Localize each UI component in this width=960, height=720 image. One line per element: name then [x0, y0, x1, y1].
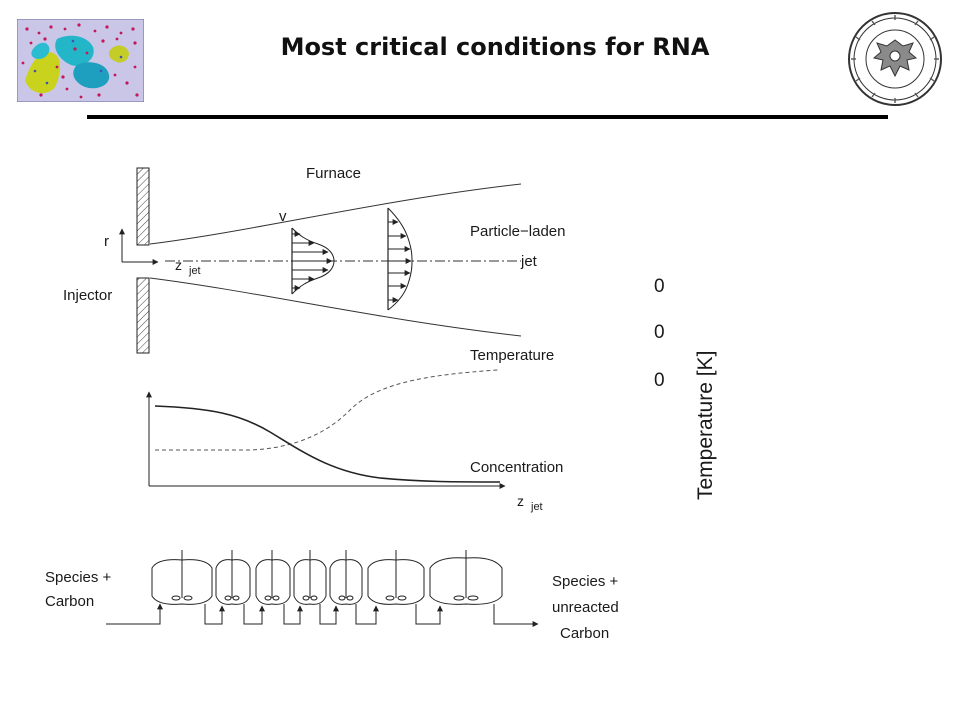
furnace-label: Furnace — [306, 165, 361, 182]
r-axis-label: r — [104, 233, 109, 250]
outlet-label-line2: unreacted — [552, 599, 619, 616]
side-axis-label: Temperature [K] — [694, 351, 717, 500]
jet-upper-boundary — [149, 183, 522, 245]
slide-title: Most critical conditions for RNA — [280, 33, 710, 61]
concentration-curve — [154, 405, 501, 483]
velocity-profile-2 — [387, 207, 413, 311]
side-axis-tick-1: 0 — [654, 276, 665, 297]
university-seal-icon — [848, 12, 942, 106]
side-axis-tick-2: 0 — [654, 322, 665, 343]
title-rule — [87, 115, 888, 119]
injector-wall-bottom — [136, 277, 150, 354]
particle-simulation-thumbnail-icon — [17, 19, 144, 102]
side-axis-tick-3: 0 — [654, 370, 665, 391]
particle-laden-label: Particle−laden — [470, 223, 565, 240]
concentration-label: Concentration — [470, 459, 563, 476]
injector-wall-top — [136, 167, 150, 246]
velocity-label: v — [279, 208, 287, 225]
injector-label: Injector — [63, 287, 112, 304]
velocity-profile-1 — [291, 227, 335, 295]
z-axis-label: z — [175, 257, 182, 273]
temperature-label: Temperature — [470, 347, 554, 364]
outlet-label-line3: Carbon — [560, 625, 609, 642]
reactor-network — [106, 550, 539, 627]
temperature-curve — [155, 369, 499, 451]
inlet-label-line2: Carbon — [45, 593, 94, 610]
plot-z-axis-subscript: jet — [530, 501, 543, 513]
jet-label: jet — [520, 253, 538, 270]
jet-lower-boundary — [149, 277, 522, 337]
plot-z-axis-label: z — [517, 493, 524, 509]
inlet-label-line1: Species + — [45, 569, 112, 586]
z-axis-subscript: jet — [188, 265, 201, 277]
outlet-label-line1: Species + — [552, 573, 619, 590]
